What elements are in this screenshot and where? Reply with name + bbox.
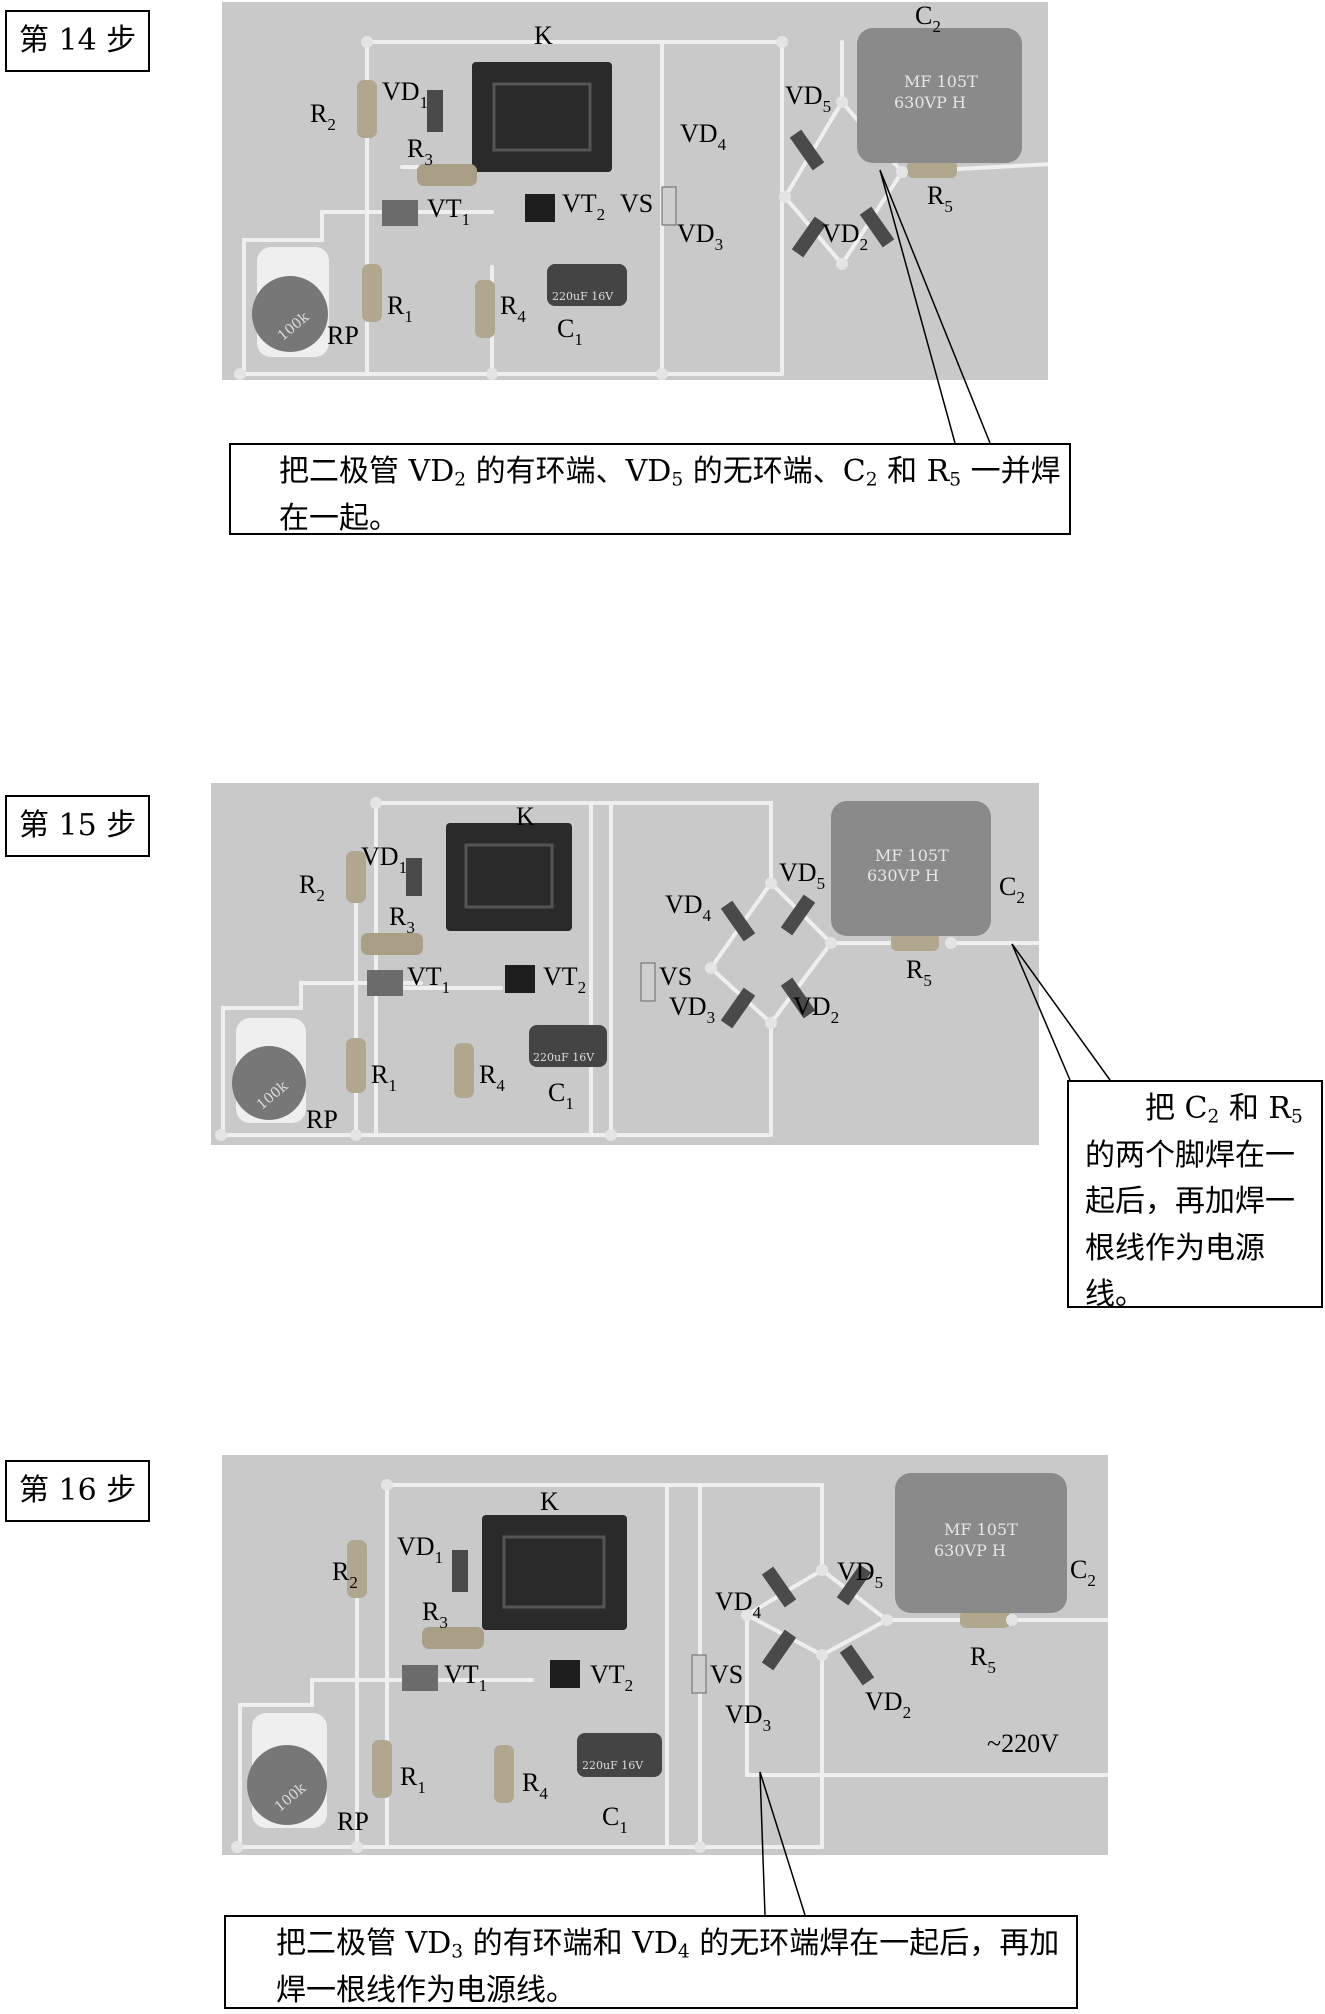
component-label: C1 bbox=[557, 314, 583, 349]
step-15-label: 第 15 步 bbox=[5, 795, 151, 857]
component-label: C2 bbox=[915, 2, 941, 36]
component-label: R1 bbox=[371, 1060, 397, 1095]
component-label: VD5 bbox=[779, 858, 825, 893]
step-15-circuit: 220uF 16V MF 105T 630VP H 100k K VD1 R2 … bbox=[215, 797, 1039, 1141]
component-label: VD2 bbox=[822, 219, 868, 254]
c2-marking-2: 630VP H bbox=[894, 93, 966, 112]
component-label: ~220V bbox=[987, 1729, 1059, 1758]
component-label: R1 bbox=[387, 291, 413, 326]
component-label: VD2 bbox=[793, 992, 839, 1027]
component-label: RP bbox=[337, 1807, 369, 1836]
component-label: C1 bbox=[602, 1802, 628, 1837]
component-label: C1 bbox=[548, 1078, 574, 1113]
component-label: RP bbox=[327, 321, 359, 350]
component-label: RP bbox=[306, 1105, 338, 1134]
label-K: K bbox=[534, 21, 553, 50]
component-label: VS bbox=[659, 962, 692, 991]
component-label: VS bbox=[710, 1660, 743, 1689]
component-label: K bbox=[516, 802, 535, 831]
component-label: VD5 bbox=[837, 1557, 883, 1592]
component-label: VD1 bbox=[361, 842, 407, 877]
component-label: R4 bbox=[500, 291, 526, 326]
step-14-circuit: 220uF 16V MF 105T 630VP H 100k K C2 R2 V… bbox=[234, 2, 1048, 380]
step-16-callout: 把二极管 VD3 的有环端和 VD4 的无环端焊在一起后，再加焊一根线作为电源线… bbox=[224, 1915, 1078, 2009]
component-label: R3 bbox=[407, 134, 433, 169]
component-label: VT2 bbox=[543, 962, 586, 997]
c1-marking: 220uF 16V bbox=[533, 1051, 595, 1064]
c2-marking-1: MF 105T bbox=[904, 72, 978, 91]
component-label: VD2 bbox=[865, 1687, 911, 1722]
component-label: VD3 bbox=[677, 219, 723, 254]
component-label: R2 bbox=[332, 1557, 358, 1592]
component-label: R5 bbox=[927, 181, 953, 216]
c1-marking: 220uF 16V bbox=[582, 1759, 644, 1772]
component-label: VT2 bbox=[590, 1660, 633, 1695]
component-label: K bbox=[540, 1487, 559, 1516]
component-label: VS bbox=[620, 189, 653, 218]
component-label: R3 bbox=[389, 902, 415, 937]
component-label: VD3 bbox=[725, 1700, 771, 1735]
component-label: VT2 bbox=[562, 189, 605, 224]
component-label: VD1 bbox=[382, 77, 428, 112]
step-14-label: 第 14 步 bbox=[5, 10, 151, 72]
component-label: R3 bbox=[422, 1597, 448, 1632]
component-label: VT1 bbox=[407, 962, 450, 997]
c2-marking-2: 630VP H bbox=[934, 1541, 1006, 1560]
component-label: R5 bbox=[906, 955, 932, 990]
c2-marking-1: MF 105T bbox=[944, 1520, 1018, 1539]
c2-marking-2: 630VP H bbox=[867, 866, 939, 885]
component-label: VD1 bbox=[397, 1532, 443, 1567]
step-16-circuit: 220uF 16V MF 105T 630VP H 100k K VD1 R2 … bbox=[231, 1473, 1108, 1853]
c2-marking-1: MF 105T bbox=[875, 846, 949, 865]
component-label: VD4 bbox=[715, 1587, 762, 1622]
c1-marking: 220uF 16V bbox=[552, 290, 614, 303]
component-label: C2 bbox=[999, 872, 1025, 907]
component-label: C2 bbox=[1070, 1555, 1096, 1590]
component-label: R2 bbox=[310, 99, 336, 134]
component-label: VT1 bbox=[444, 1660, 487, 1695]
component-label: R4 bbox=[479, 1060, 505, 1095]
step-14-photo: 220uF 16V MF 105T 630VP H 100k K C2 R2 V… bbox=[222, 2, 1048, 380]
component-label: VD5 bbox=[785, 81, 831, 116]
component-label: VT1 bbox=[427, 194, 470, 229]
component-label: VD4 bbox=[680, 119, 727, 154]
component-label: R2 bbox=[299, 870, 325, 905]
step-16-photo: 220uF 16V MF 105T 630VP H 100k K VD1 R2 … bbox=[222, 1455, 1108, 1855]
step-16-label: 第 16 步 bbox=[5, 1460, 151, 1522]
component-label: R1 bbox=[400, 1762, 426, 1797]
step-15-photo: 220uF 16V MF 105T 630VP H 100k K VD1 R2 … bbox=[211, 783, 1039, 1145]
step-15-callout: 把 C2 和 R5 的两个脚焊在一起后，再加焊一根线作为电源线。 bbox=[1067, 1080, 1323, 1312]
component-label: VD4 bbox=[665, 890, 712, 925]
step-14-callout: 把二极管 VD2 的有环端、VD5 的无环端、C2 和 R5 一并焊在一起。 bbox=[229, 443, 1071, 536]
component-label: R4 bbox=[522, 1768, 548, 1803]
component-label: VD3 bbox=[669, 992, 715, 1027]
component-label: R5 bbox=[970, 1642, 996, 1677]
